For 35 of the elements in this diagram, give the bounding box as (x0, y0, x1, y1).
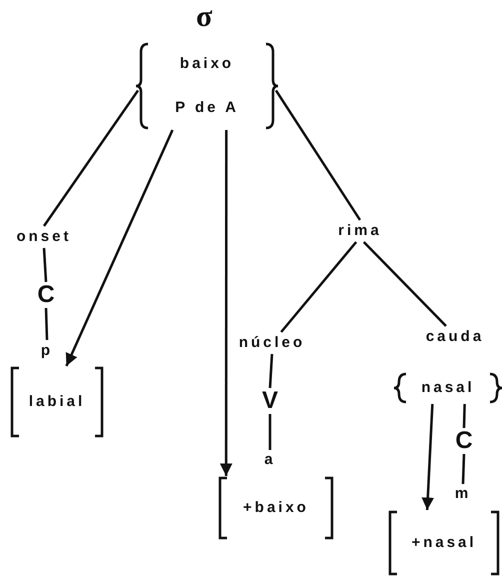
feature-label: rima (338, 222, 382, 240)
branch-line (362, 241, 447, 327)
branch-line (268, 414, 272, 450)
category-symbol: C (455, 426, 473, 456)
arrow (422, 404, 434, 510)
feature-label: m (454, 485, 472, 503)
category-symbol: V (262, 386, 278, 416)
branch-line (42, 248, 48, 282)
feature-label: núcleo (238, 334, 306, 352)
arrow (220, 130, 232, 476)
feature-label: a (264, 451, 276, 469)
feature-label: cauda (426, 328, 484, 346)
branch-line (462, 454, 466, 484)
feature-label: labial (28, 393, 86, 411)
branch-line (44, 308, 48, 340)
feature-label: +baixo (243, 499, 309, 517)
syllable-symbol: σ (196, 0, 212, 34)
branch-line (462, 404, 466, 428)
feature-label: onset (16, 228, 72, 246)
feature-bracket (388, 510, 500, 576)
branch-line (268, 354, 274, 388)
feature-label: baixo (180, 55, 234, 73)
brace-group (396, 372, 500, 404)
arrow (65, 129, 174, 367)
branch-line (280, 241, 358, 333)
brace-group (138, 42, 276, 130)
feature-label: p (40, 342, 54, 360)
feature-label: P de A (175, 99, 239, 117)
branch-line (274, 90, 362, 221)
branch-line (42, 90, 140, 227)
feature-bracket (10, 366, 104, 438)
feature-label: nasal (421, 379, 475, 397)
feature-label: +nasal (411, 534, 477, 552)
feature-bracket (218, 476, 334, 540)
category-symbol: C (37, 280, 55, 310)
